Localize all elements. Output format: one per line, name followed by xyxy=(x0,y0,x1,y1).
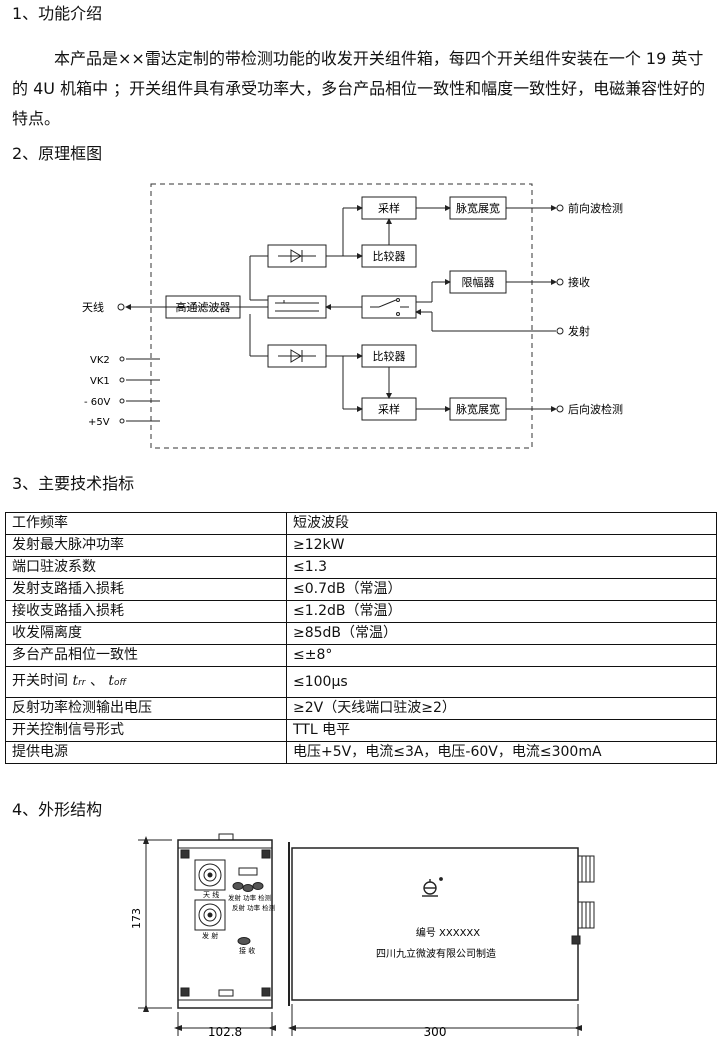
section-heading-specs: 3、主要技术指标 xyxy=(12,474,135,493)
dim-front-width: 102.8 xyxy=(208,1025,242,1039)
table-row: 收发隔离度≥85dB（常温） xyxy=(5,622,717,645)
front-tx-label: 发 射 xyxy=(202,931,218,940)
table-row: 多台产品相位一致性≤±8° xyxy=(5,644,717,667)
spec-key: 开关时间 xyxy=(12,672,68,689)
spec-key: 工作频率 xyxy=(5,512,287,535)
section-heading-outline: 4、外形结构 xyxy=(12,800,103,819)
table-row: 发射最大脉冲功率≥12kW xyxy=(5,534,717,557)
comparator-top-label: 比较器 xyxy=(373,249,406,263)
side-body xyxy=(291,847,579,1001)
front-rev-power-label: 反射 功率 检测 xyxy=(232,903,276,912)
table-row: 端口驻波系数≤1.3 xyxy=(5,556,717,579)
table-row: 反射功率检测输出电压≥2V（天线端口驻波≥2） xyxy=(5,697,717,720)
outline-drawing: 天 线 发 射 发射 功率 检测 反射 功率 检测 接 收 编号 XXXXXX … xyxy=(130,833,595,1039)
switch-icon xyxy=(370,298,409,316)
diode-bottom-icon xyxy=(278,349,316,363)
subscript-rr: rr xyxy=(78,677,86,688)
spec-table: 工作频率短波波段 发射最大脉冲功率≥12kW 端口驻波系数≤1.3 发射支路插入… xyxy=(5,512,717,764)
pulse-bottom-label: 脉宽展宽 xyxy=(456,402,500,416)
maker-label: 四川九立微波有限公司制造 xyxy=(376,947,496,960)
coupler-icon xyxy=(275,300,319,312)
spec-key: 提供电源 xyxy=(5,741,287,764)
block-diagram: 采样 脉宽展宽 比较器 限幅器 高通滤波器 比较器 采样 脉宽展宽 xyxy=(82,183,623,449)
spec-value: ≤100μs xyxy=(286,666,717,698)
port-antenna-label: 天线 xyxy=(82,300,104,314)
subscript-off: off xyxy=(114,677,127,688)
antenna-connector-icon xyxy=(194,859,226,891)
input-vk2-label: VK2 xyxy=(90,355,110,366)
front-antenna-label: 天 线 xyxy=(203,890,219,899)
input-5v-label: +5V xyxy=(88,417,110,428)
table-row: 发射支路插入损耗≤0.7dB（常温） xyxy=(5,578,717,601)
sample-bottom-label: 采样 xyxy=(378,402,400,416)
spec-value: ≤1.2dB（常温） xyxy=(286,600,717,623)
spec-key: 发射支路插入损耗 xyxy=(5,578,287,601)
signal-lines xyxy=(125,205,557,422)
spec-key: 收发隔离度 xyxy=(5,622,287,645)
spec-value: TTL 电平 xyxy=(286,719,717,742)
spec-value: ≤±8° xyxy=(286,644,717,667)
table-row: 开关时间 trr 、 toff ≤100μs xyxy=(5,666,717,698)
spec-value: ≤1.3 xyxy=(286,556,717,579)
limiter-label: 限幅器 xyxy=(462,276,495,289)
table-row: 提供电源电压+5V，电流≤3A，电压-60V，电流≤300mA xyxy=(5,741,717,764)
pulse-top-label: 脉宽展宽 xyxy=(456,201,500,215)
company-logo-icon xyxy=(422,877,443,897)
coupler-box xyxy=(267,295,327,319)
front-rx-label: 接 收 xyxy=(239,946,255,955)
spec-key: 多台产品相位一致性 xyxy=(5,644,287,667)
table-row: 接收支路插入损耗≤1.2dB（常温） xyxy=(5,600,717,623)
sample-top-label: 采样 xyxy=(378,201,400,215)
spec-value: ≥85dB（常温） xyxy=(286,622,717,645)
section-heading-intro: 1、功能介绍 xyxy=(12,4,103,23)
spec-key: 发射最大脉冲功率 xyxy=(5,534,287,557)
diagram-border xyxy=(150,183,533,449)
symbol-t-off: t xyxy=(108,672,115,689)
spec-key: 反射功率检测输出电压 xyxy=(5,697,287,720)
dim-height: 173 xyxy=(130,908,143,929)
spec-key: 接收支路插入损耗 xyxy=(5,600,287,623)
table-row: 工作频率短波波段 xyxy=(5,512,717,535)
dim-length: 300 xyxy=(424,1025,447,1039)
port-fwd-label: 前向波检测 xyxy=(568,201,623,215)
input-vk1-label: VK1 xyxy=(90,376,110,387)
spec-value: ≤0.7dB（常温） xyxy=(286,578,717,601)
spec-value: ≥12kW xyxy=(286,534,717,557)
spec-key-switch-time: 开关时间 trr 、 toff xyxy=(5,666,287,698)
diode-top-icon xyxy=(278,249,316,263)
symbol-t-rr: t xyxy=(72,672,79,689)
tx-connector-icon xyxy=(194,899,226,931)
port-markers xyxy=(117,204,564,424)
spec-value: 电压+5V，电流≤3A，电压-60V，电流≤300mA xyxy=(286,741,717,764)
spec-value: 短波波段 xyxy=(286,512,717,535)
port-tx-label: 发射 xyxy=(568,324,590,338)
port-rev-label: 后向波检测 xyxy=(568,402,623,416)
spec-value: ≥2V（天线端口驻波≥2） xyxy=(286,697,717,720)
section-heading-diagram: 2、原理框图 xyxy=(12,144,103,163)
separator: 、 xyxy=(89,672,104,689)
spec-key: 端口驻波系数 xyxy=(5,556,287,579)
front-fwd-power-label: 发射 功率 检测 xyxy=(228,893,272,902)
intro-paragraph: 本产品是××雷达定制的带检测功能的收发开关组件箱，每四个开关组件安装在一个 19… xyxy=(12,49,706,128)
indicator-connectors-icon xyxy=(232,867,264,945)
spec-key: 开关控制信号形式 xyxy=(5,719,287,742)
port-rx-label: 接收 xyxy=(568,275,590,289)
input-neg60v-label: - 60V xyxy=(84,397,111,408)
serial-label: 编号 XXXXXX xyxy=(416,926,480,939)
comparator-bottom-label: 比较器 xyxy=(373,349,406,363)
side-connectors-icon xyxy=(571,855,595,945)
